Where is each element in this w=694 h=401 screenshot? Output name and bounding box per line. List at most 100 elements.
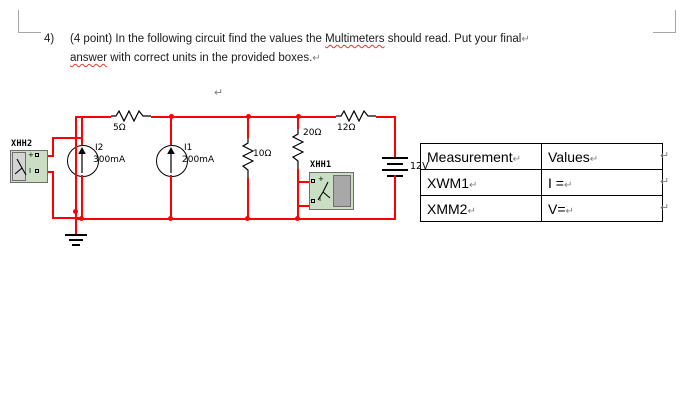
node-i2-bottom — [79, 216, 84, 221]
table-header-values: Values↵ — [541, 143, 663, 170]
node-i1-bottom — [168, 216, 173, 221]
wire-right-lower — [394, 175, 396, 219]
question-misspelled-word-multimeters: Multimeters — [325, 33, 385, 45]
line-return-mark-1: ↵ — [521, 34, 530, 45]
instrument-xmm2-plus-sign: + — [28, 151, 34, 159]
table-header-measurement: Measurement↵ — [420, 143, 542, 170]
instrument-xmm2-needle-icon — [14, 158, 27, 176]
resistor-10ohm-symbol — [242, 138, 254, 178]
instrument-xwm1-screen — [333, 175, 351, 207]
instrument-xmm2-plus-terminal[interactable] — [35, 153, 39, 157]
cell-return-mark: ↵ — [469, 179, 478, 191]
node-r10-bottom — [245, 216, 250, 221]
instrument-xwm1-plus-terminal[interactable] — [311, 179, 315, 183]
current-source-i2-symbol — [67, 145, 99, 177]
resistor-10ohm-label: 10Ω — [253, 149, 272, 159]
wire-top-right-2 — [376, 116, 396, 118]
resistor-12ohm-label: 12Ω — [337, 123, 356, 133]
wire-meter2-plus-lead-h — [52, 137, 82, 139]
wire-meter2-plus-lead-v — [52, 137, 54, 157]
wire-r10-top-lead — [247, 116, 249, 138]
table-row-return-marks: ↵ ↵ ↵ — [660, 143, 669, 221]
question-block: 4) (4 point) In the following circuit fi… — [44, 30, 644, 68]
wire-top-left — [75, 116, 111, 118]
wire-rail-to-meter-minus — [297, 205, 309, 207]
battery-plate-long-2 — [382, 169, 408, 171]
current-source-i1-ref: I1 — [184, 143, 193, 153]
instrument-xwm1-needle-icon — [317, 181, 331, 201]
cell-return-mark: ↵ — [565, 205, 574, 217]
table-cell-value-xmm2[interactable]: V=↵ — [541, 195, 663, 222]
wire-ground-lead — [75, 218, 77, 234]
table-row-return-mark-1: ↵ — [660, 150, 670, 162]
wire-r20-bottom-lead — [297, 169, 299, 183]
wire-right-upper — [394, 116, 396, 157]
table-row: XWM1↵ I =↵ — [420, 169, 663, 196]
question-text-line2: with correct units in the provided boxes… — [107, 52, 313, 64]
question-misspelled-word-answer: answer — [70, 52, 108, 64]
wire-r20-to-bottom-rail — [297, 181, 299, 219]
page-corner-mark-top-right — [653, 10, 676, 33]
instrument-xwm1-plus-sign: + — [318, 175, 324, 183]
current-source-i2-arrow-icon — [78, 147, 86, 173]
question-number: 4) — [44, 33, 55, 45]
instrument-xwm1-minus-terminal[interactable] — [311, 199, 315, 203]
wire-meter2-minus-lead-h — [52, 217, 82, 219]
resistor-20ohm-symbol — [292, 129, 304, 169]
circuit-diagram: 5Ω 12Ω 12V 10Ω 20Ω + I XHH1 — [0, 95, 440, 265]
question-text-part2: should read. Put your final — [384, 33, 522, 45]
wire-r10-bottom-lead — [247, 178, 249, 219]
battery-plate-short-1 — [387, 163, 403, 165]
table-header-measurement-text: Measurement — [427, 148, 513, 165]
battery-label-12v: 12V — [410, 161, 429, 172]
wire-i1-top-lead — [170, 116, 172, 145]
wire-top-mid — [151, 116, 231, 118]
ground-bar-2 — [69, 239, 83, 241]
table-cell-measurement-xmm2-text: XMM2 — [427, 200, 468, 217]
instrument-xwm1-minus-sign: I — [319, 195, 322, 203]
cell-return-mark: ↵ — [512, 153, 521, 165]
table-cell-value-xwm1[interactable]: I =↵ — [541, 169, 663, 196]
table-row-return-mark-3: ↵ — [660, 202, 670, 214]
table-cell-measurement-xmm2: XMM2↵ — [420, 195, 542, 222]
table-cell-measurement-xwm1-text: XWM1 — [427, 174, 469, 191]
resistor-5ohm-label: 5Ω — [113, 123, 126, 133]
instrument-xmm2-label: XHH2 — [11, 139, 33, 149]
page-corner-mark-top-left — [18, 10, 41, 33]
cell-return-mark: ↵ — [589, 153, 599, 165]
question-text-part1: (4 point) In the following circuit find … — [70, 33, 326, 45]
measurement-table: Measurement↵ Values↵ XWM1↵ I =↵ XMM2↵ V=… — [420, 143, 663, 222]
wire-bottom-rail — [75, 218, 396, 220]
ground-bar-3 — [72, 244, 80, 246]
table-row-return-mark-2: ↵ — [660, 176, 670, 188]
wire-top-right-1 — [231, 116, 336, 118]
table-cell-value-xmm2-text: V= — [548, 200, 566, 217]
current-source-i2-value: 300mA — [93, 155, 126, 165]
cell-return-mark: ↵ — [467, 205, 476, 217]
instrument-xmm2-minus-terminal[interactable] — [35, 169, 39, 173]
node-r20-bottom — [295, 216, 300, 221]
paragraph-return-mark: ↵ — [214, 87, 224, 99]
current-source-i2-ref: I2 — [95, 143, 104, 153]
cell-return-mark: ↵ — [563, 179, 573, 191]
instrument-xwm1-label: XHH1 — [310, 160, 332, 170]
table-row: XMM2↵ V=↵ — [420, 195, 663, 222]
wire-left-rail — [75, 116, 77, 219]
wire-i1-bottom-lead — [170, 175, 172, 219]
instrument-xmm2-minus-sign: I — [29, 167, 32, 175]
wire-r20-top-lead — [297, 116, 299, 129]
line-return-mark-2: ↵ — [312, 53, 321, 64]
current-source-i1-value: 200mA — [182, 155, 215, 165]
table-cell-measurement-xwm1: XWM1↵ — [420, 169, 542, 196]
wire-r20-to-meter-plus — [297, 181, 309, 183]
wire-i2-top-lead — [81, 116, 83, 145]
wire-i2-bottom-lead — [81, 175, 83, 219]
node-ground-junction — [73, 209, 78, 214]
resistor-20ohm-label: 20Ω — [303, 128, 322, 138]
table-header-row: Measurement↵ Values↵ — [420, 143, 663, 170]
wire-meter2-minus-lead-v — [52, 171, 54, 219]
battery-plate-long-1 — [382, 157, 408, 159]
question-body: (4 point) In the following circuit find … — [70, 30, 644, 68]
ground-bar-1 — [65, 234, 87, 236]
table-cell-value-xwm1-text: I = — [548, 174, 564, 191]
